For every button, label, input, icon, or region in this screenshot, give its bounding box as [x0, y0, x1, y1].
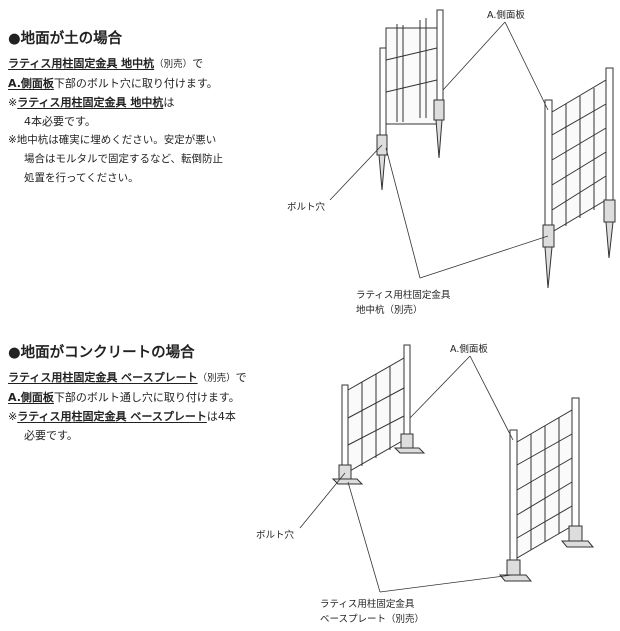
soil-note-2: 場合はモルタルで固定するなど、転倒防止: [24, 153, 223, 165]
concrete-label-side-panel: A.側面板: [450, 343, 488, 355]
concrete-label-part-2: ベースプレート（別売）: [320, 613, 424, 625]
soil-label-side-panel: A.側面板: [487, 9, 525, 21]
soil-product-name: ラティス用柱固定金具 地中杭: [8, 57, 155, 70]
concrete-line-4: 必要です。: [24, 429, 78, 442]
concrete-target-panel: A.側面板: [8, 391, 54, 404]
front-stakes: [542, 199, 616, 289]
soil-section-title: ●地面が土の場合: [8, 31, 123, 47]
concrete-label-bolt-hole: ボルト穴: [256, 529, 295, 541]
concrete-label-part-1: ラティス用柱固定金具: [320, 598, 415, 610]
soil-instructions: ●地面が土の場合 ラティス用柱固定金具 地中杭（別売）で A.側面板下部のボルト…: [8, 30, 308, 188]
front-panel: [509, 397, 580, 571]
soil-note-3: 処置を行ってください。: [24, 172, 139, 184]
section-concrete-ground: ●地面がコンクリートの場合 ラティス用柱固定金具 ベースプレート（別売）で A.…: [0, 330, 620, 631]
concrete-line-2: A.側面板下部のボルト通し穴に取り付けます。: [8, 391, 240, 404]
concrete-product-name: ラティス用柱固定金具 ベースプレート: [8, 371, 198, 384]
soil-target-panel: A.側面板: [8, 77, 54, 90]
soil-line-3: ※ラティス用柱固定金具 地中杭は: [8, 96, 175, 109]
concrete-diagram: A.側面板 ボルト穴 ラティス用柱固定金具 ベースプレート（別売）: [256, 343, 595, 625]
soil-line-1: ラティス用柱固定金具 地中杭（別売）で: [8, 57, 204, 70]
back-panel: [341, 344, 411, 481]
soil-line-2: A.側面板下部のボルト穴に取り付けます。: [8, 77, 218, 90]
back-base-plates: [331, 433, 426, 485]
front-panel: [544, 67, 614, 241]
concrete-section-title: ●地面がコンクリートの場合: [8, 345, 195, 361]
concrete-instructions: ●地面がコンクリートの場合 ラティス用柱固定金具 ベースプレート（別売）で A.…: [8, 344, 308, 445]
front-base-plates: [498, 525, 595, 582]
concrete-line-3: ※ラティス用柱固定金具 ベースプレートは4本: [8, 410, 236, 423]
back-panel: [379, 9, 444, 149]
soil-diagram: A.側面板 ボルト穴 ラティス用柱固定金具 地中杭（別売）: [287, 9, 616, 316]
soil-label-bolt-hole: ボルト穴: [287, 201, 326, 213]
soil-line-4: 4本必要です。: [24, 115, 96, 128]
soil-label-part-1: ラティス用柱固定金具: [356, 289, 451, 301]
concrete-line-1: ラティス用柱固定金具 ベースプレート（別売）で: [8, 371, 247, 384]
soil-note-1: ※地中杭は確実に埋めください。安定が悪い: [8, 134, 217, 146]
soil-label-part-2: 地中杭（別売）: [356, 304, 423, 316]
section-soil-ground: ●地面が土の場合 ラティス用柱固定金具 地中杭（別売）で A.側面板下部のボルト…: [8, 9, 616, 316]
